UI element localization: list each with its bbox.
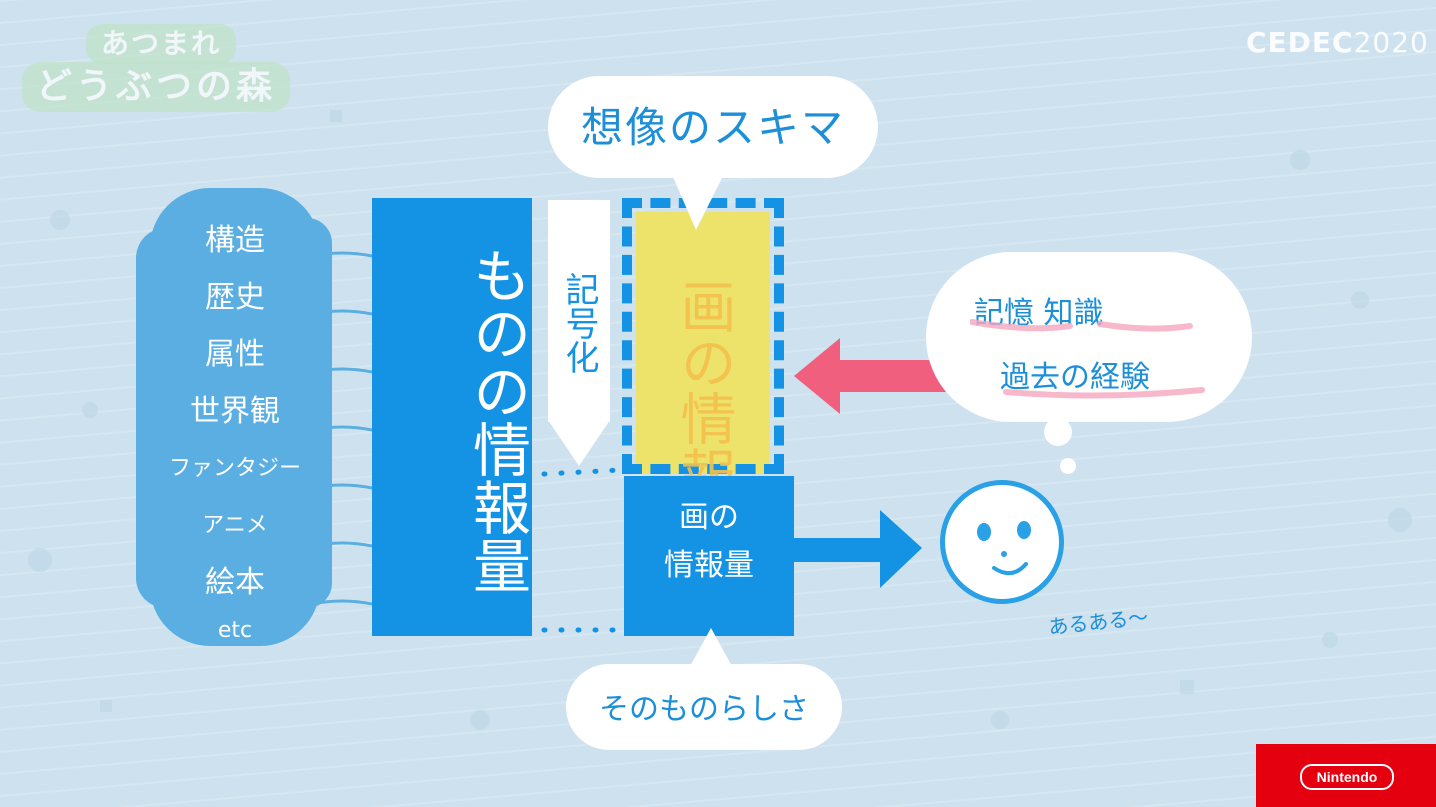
memory-underlines	[970, 319, 1205, 399]
event-logo-year: 2020	[1353, 26, 1429, 59]
source-item-history: 歴史	[205, 280, 265, 315]
picture-info-label: 画の 情報量	[624, 494, 794, 590]
source-item-picture-book: 絵本	[205, 565, 265, 600]
imagination-area	[636, 212, 770, 474]
viewer-face	[940, 480, 1064, 604]
symbolization-label: 記号化	[559, 272, 599, 374]
source-item-etc: etc	[217, 618, 253, 643]
object-info-box	[372, 198, 532, 636]
source-item-worldview: 世界観	[190, 394, 280, 429]
likeness-bubble-tail	[688, 628, 734, 670]
event-logo-prefix: CEDEC	[1246, 26, 1354, 59]
source-list: 構造 歴史 属性 世界観 ファンタジー アニメ 絵本 etc	[160, 212, 310, 651]
source-cloud	[136, 188, 332, 646]
dotted-link-top	[541, 467, 623, 477]
nintendo-badge: Nintendo	[1256, 744, 1436, 807]
game-logo-top: あつまれ	[86, 24, 236, 64]
event-logo: CEDEC2020	[1246, 26, 1428, 60]
face-features	[977, 521, 1031, 576]
thought-bubbles	[1044, 418, 1076, 474]
nintendo-logo: Nintendo	[1300, 764, 1394, 790]
memory-arrow	[794, 338, 980, 414]
object-info-label: ものの情報量	[463, 246, 531, 594]
symbolization-pencil	[548, 200, 610, 422]
likeness-label: そのものらしさ	[599, 692, 809, 727]
pencil-tip	[548, 420, 610, 466]
source-item-anime: アニメ	[202, 513, 268, 538]
perception-arrow	[794, 510, 922, 588]
picture-info-box	[624, 476, 794, 636]
imagination-gap-bubble	[548, 76, 878, 178]
game-logo-bottom: どうぶつの森	[22, 62, 290, 112]
picture-info-label-line1: 画の	[679, 500, 739, 535]
picture-info-ghost-label: 画の情報	[671, 278, 736, 502]
picture-info-label-line2: 情報量	[664, 548, 754, 583]
source-item-attribute: 属性	[205, 337, 265, 372]
source-item-fantasy: ファンタジー	[168, 456, 301, 481]
imagination-gap-label: 想像のスキマ	[580, 103, 845, 152]
memory-line-2: 過去の経験	[1000, 360, 1150, 395]
likeness-bubble	[566, 664, 842, 750]
source-item-structure: 構造	[205, 223, 265, 258]
imagination-bubble-tail	[670, 170, 726, 230]
